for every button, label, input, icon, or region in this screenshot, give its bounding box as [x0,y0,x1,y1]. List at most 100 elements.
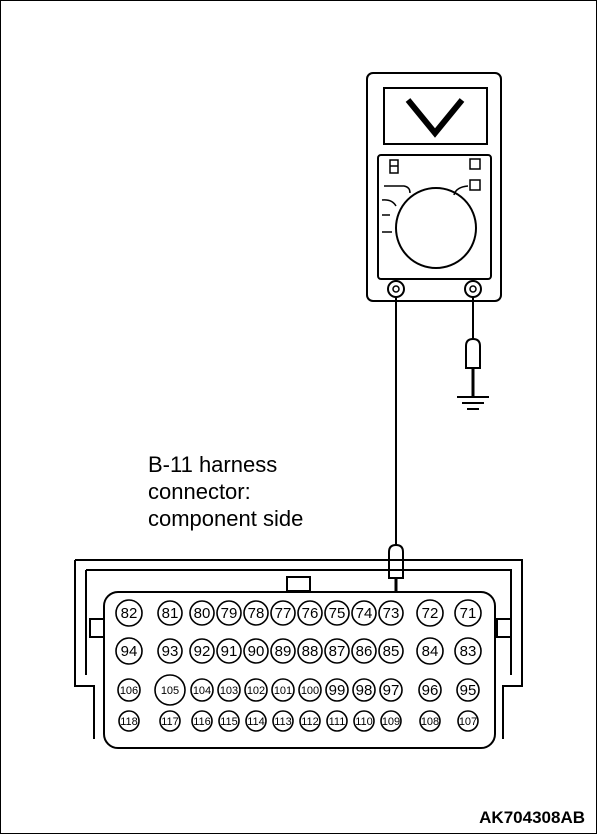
pin-76 [297,600,323,626]
pin-label-97: 97 [383,682,400,699]
multimeter-panel [377,154,492,280]
pin-label-79: 79 [221,605,238,622]
pin-102 [244,678,268,702]
pin-112 [299,710,321,732]
pin-83 [454,637,482,665]
pin-99 [325,678,349,702]
pin-label-74: 74 [356,605,373,622]
pin-label-107: 107 [459,716,477,728]
pin-79 [216,600,242,626]
test-lead-positive [388,297,404,605]
pin-label-110: 110 [355,716,373,728]
pin-label-71: 71 [460,605,477,622]
multimeter-display [383,87,488,145]
probe-tip-icon [388,543,404,579]
pin-106 [117,678,141,702]
connector-outer-housing [74,559,523,739]
pin-label-95: 95 [460,682,477,699]
pin-92 [189,638,215,664]
test-lead-ground [457,297,489,410]
pin-86 [351,638,377,664]
pin-107 [457,710,479,732]
figure-code: AK704308AB [479,808,585,827]
pin-72 [416,599,444,627]
pin-108 [419,710,441,732]
pin-label-93: 93 [162,643,179,660]
pin-75 [324,600,350,626]
pin-label-77: 77 [275,605,292,622]
connector-lock-tab [286,576,311,592]
pin-71 [454,599,482,627]
pin-97 [379,678,403,702]
pin-73 [378,600,404,626]
pin-label-113: 113 [274,716,292,728]
pin-label-118: 118 [120,716,138,728]
pin-87 [324,638,350,664]
connector-side-key-right [496,618,512,638]
pin-100 [298,678,322,702]
pin-104 [190,678,214,702]
pin-label-92: 92 [194,643,211,660]
pin-84 [416,637,444,665]
pin-114 [245,710,267,732]
pin-77 [270,600,296,626]
pin-label-86: 86 [356,643,373,660]
pin-label-99: 99 [329,682,346,699]
pin-label-100: 100 [301,685,319,697]
switch-mid-right-icon [469,179,481,191]
pin-96 [418,678,442,702]
pin-label-76: 76 [302,605,319,622]
pin-label-108: 108 [421,716,439,728]
pin-label-117: 117 [161,716,179,728]
connector-label-line-3: component side [148,506,304,531]
pin-label-85: 85 [383,643,400,660]
pin-label-90: 90 [248,643,265,660]
pin-78 [243,600,269,626]
switch-top-right-icon [469,158,481,170]
pin-label-78: 78 [248,605,265,622]
pin-label-73: 73 [383,605,400,622]
pin-label-94: 94 [121,643,138,660]
pin-label-114: 114 [247,716,265,728]
pin-101 [271,678,295,702]
pin-label-83: 83 [460,643,477,660]
pin-118 [118,710,140,732]
pin-label-109: 109 [382,716,400,728]
pin-89 [270,638,296,664]
pin-label-82: 82 [121,605,138,622]
pin-98 [352,678,376,702]
pin-110 [353,710,375,732]
connector-side-key-left [89,618,105,638]
multimeter-body [366,72,502,302]
pin-91 [216,638,242,664]
pin-label-84: 84 [422,643,439,660]
pin-label-101: 101 [274,685,292,697]
pin-label-115: 115 [220,716,238,728]
pin-label-81: 81 [162,605,179,622]
pin-116 [191,710,213,732]
pin-label-112: 112 [301,716,319,728]
pin-117 [159,710,181,732]
pin-label-96: 96 [422,682,439,699]
multimeter [366,72,502,302]
pin-94 [115,637,143,665]
pin-93 [157,638,183,664]
harness-connector [74,559,523,749]
pin-111 [326,710,348,732]
pin-label-75: 75 [329,605,346,622]
selector-dial-icon [395,187,477,269]
pin-label-102: 102 [247,685,265,697]
pin-88 [297,638,323,664]
pin-74 [351,600,377,626]
connector-label-line-2: connector: [148,479,251,504]
voltage-v-icon [405,98,465,138]
connector-label-line-1: B-11 harness [148,452,278,477]
pin-label-98: 98 [356,682,373,699]
pin-label-72: 72 [422,605,439,622]
pin-label-89: 89 [275,643,292,660]
pin-label-106: 106 [120,685,138,697]
pin-label-111: 111 [329,716,346,728]
pin-label-105: 105 [161,685,179,697]
